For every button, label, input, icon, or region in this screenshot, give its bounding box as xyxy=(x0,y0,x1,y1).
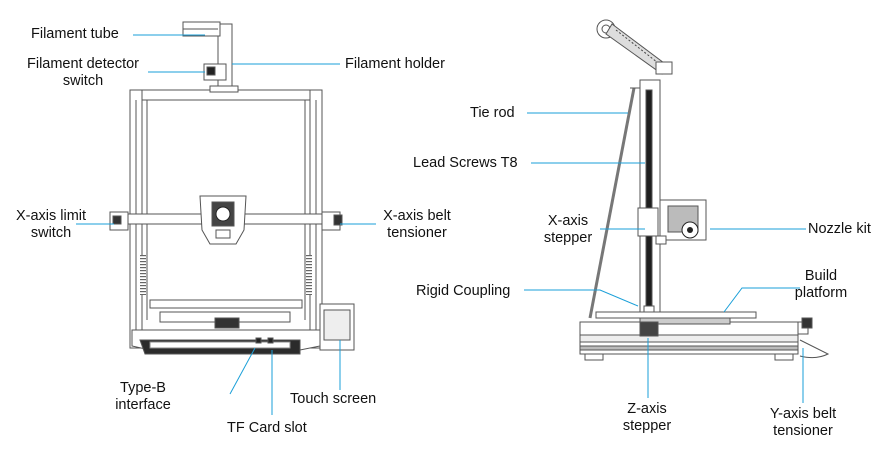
front-view xyxy=(109,21,355,355)
label-touch-screen: Touch screen xyxy=(290,391,377,407)
label-filament-detector-line2: switch xyxy=(62,73,104,89)
label-filament-detector-line1: Filament detector xyxy=(26,56,140,72)
label-filament-detector-switch: Filament detector switch xyxy=(20,56,146,90)
build-platform-side xyxy=(595,311,757,319)
label-x-stepper-line2: stepper xyxy=(543,230,593,246)
label-filament-holder: Filament holder xyxy=(345,56,445,72)
filament-holder-drawing xyxy=(182,21,233,91)
label-type-b-interface: Type-B interface xyxy=(108,380,178,414)
label-x-limit-line1: X-axis limit xyxy=(15,208,87,224)
build-bed-front xyxy=(149,299,303,309)
label-tf-card-slot: TF Card slot xyxy=(227,420,307,436)
label-x-axis-limit-switch: X-axis limit switch xyxy=(2,208,100,242)
label-x-axis-stepper: X-axis stepper xyxy=(536,213,600,247)
label-build-platform-line1: Build xyxy=(804,268,838,284)
label-x-stepper-line1: X-axis xyxy=(547,213,589,229)
label-nozzle-kit: Nozzle kit xyxy=(808,221,871,237)
label-z-axis-stepper: Z-axis stepper xyxy=(612,401,682,435)
label-build-platform-line2: platform xyxy=(794,285,848,301)
label-rigid-coupling: Rigid Coupling xyxy=(416,283,511,299)
label-x-axis-belt-tensioner: X-axis belt tensioner xyxy=(377,208,457,242)
label-lead-screws: Lead Screws T8 xyxy=(413,155,518,171)
spool-arm xyxy=(596,19,673,75)
side-view xyxy=(579,19,830,361)
label-type-b-line1: Type-B xyxy=(120,380,166,396)
label-filament-tube: Filament tube xyxy=(31,26,119,42)
label-y-axis-belt-tensioner: Y-axis belt tensioner xyxy=(760,406,846,440)
label-z-stepper-line1: Z-axis xyxy=(627,401,667,417)
label-tie-rod: Tie rod xyxy=(470,105,515,121)
label-x-limit-line2: switch xyxy=(30,225,72,241)
label-x-belt-line1: X-axis belt xyxy=(383,208,451,224)
label-z-stepper-line2: stepper xyxy=(622,418,672,434)
print-head-front xyxy=(199,195,247,245)
label-x-belt-line2: tensioner xyxy=(387,225,447,241)
leader-lines xyxy=(76,34,806,415)
label-y-belt-line1: Y-axis belt xyxy=(769,406,837,422)
label-type-b-line2: interface xyxy=(115,397,171,413)
nozzle-kit-drawing xyxy=(637,199,707,245)
label-build-platform: Build platform xyxy=(790,268,852,302)
label-y-belt-line2: tensioner xyxy=(773,423,833,439)
